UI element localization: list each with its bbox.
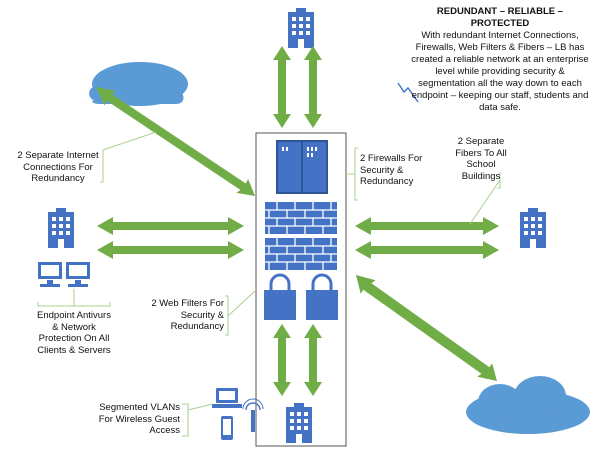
lightning-bolt-icon <box>397 82 419 103</box>
cloud-icon-bottom-right <box>466 376 590 434</box>
fibers-label-line-1: 2 Separate <box>457 136 505 147</box>
computer-icon-pair <box>38 262 90 287</box>
endpoint-label-line-1: Endpoint Antivurs <box>37 310 111 321</box>
arrow-right-bottom <box>355 241 499 259</box>
firewalls-label-line-1: 2 Firewalls For <box>360 153 423 164</box>
arrow-right-top <box>355 217 499 235</box>
arrow-diagonal-top-left <box>96 87 255 196</box>
endpoint-protection-label: Endpoint Antivurs & Network Protection O… <box>18 310 130 356</box>
endpoint-label-line-3: Protection On All <box>38 333 110 344</box>
firewalls-label-line-2: Security & <box>360 164 404 176</box>
vlans-label: Segmented VLANs For Wireless Guest Acces… <box>94 402 180 437</box>
vlans-label-line-1: Segmented VLANs <box>99 402 180 413</box>
internet-connections-label: 2 Separate Internet Connections For Redu… <box>10 150 106 185</box>
fibers-label-line-2: Fibers To All <box>455 147 507 159</box>
arrow-diagonal-bottom-right <box>356 275 497 381</box>
diagram-description: With redundant Internet Connections, Fir… <box>411 30 589 113</box>
diagram-title: REDUNDANT – RELIABLE – PROTECTED <box>436 6 564 29</box>
arrows <box>96 46 499 396</box>
firewalls-label-line-3: Redundancy <box>360 176 414 187</box>
arrow-top-left <box>273 46 291 128</box>
endpoint-label-line-4: Clients & Servers <box>37 344 111 356</box>
tablet-icon <box>221 416 233 440</box>
web-filters-label: 2 Web Filters For Security & Redundancy <box>140 298 224 333</box>
vlans-label-line-2: For Wireless Guest <box>98 413 180 425</box>
firewalls-label: 2 Firewalls For Security & Redundancy <box>360 153 426 188</box>
arrow-top-right <box>304 46 322 128</box>
wireless-ap-icon <box>242 398 264 432</box>
building-icon-right <box>520 208 546 248</box>
arrow-left-bottom <box>97 241 244 259</box>
vlans-label-line-3: Access <box>149 425 180 436</box>
fibers-label-line-4: Buildings <box>461 170 501 182</box>
laptop-icon <box>212 388 242 408</box>
firewall-brick-icon-1 <box>264 201 338 235</box>
building-icon-bottom <box>286 403 312 443</box>
arrow-left-top <box>97 217 244 235</box>
building-icon-top <box>288 8 314 48</box>
web-filters-label-line-1: 2 Web Filters For <box>151 298 224 309</box>
server-icon <box>276 140 328 194</box>
title-block: REDUNDANT – RELIABLE – PROTECTED With re… <box>408 6 592 114</box>
internet-label-line-1: 2 Separate Internet <box>17 150 99 161</box>
firewall-brick-icon-2 <box>264 237 338 271</box>
web-filters-label-line-3: Redundancy <box>170 321 224 332</box>
fibers-label: 2 Separate Fibers To All School Building… <box>448 136 514 182</box>
arrow-bottom-left <box>273 324 291 396</box>
internet-label-line-2: Connections For <box>23 161 93 173</box>
endpoint-label-line-2: & Network <box>52 321 96 333</box>
arrow-bottom-right <box>304 324 322 396</box>
building-icon-left <box>48 208 74 248</box>
internet-label-line-3: Redundancy <box>31 173 85 184</box>
fibers-label-line-3: School <box>466 159 496 170</box>
callout-lines <box>37 131 501 437</box>
web-filters-label-line-2: Security & <box>180 309 224 321</box>
